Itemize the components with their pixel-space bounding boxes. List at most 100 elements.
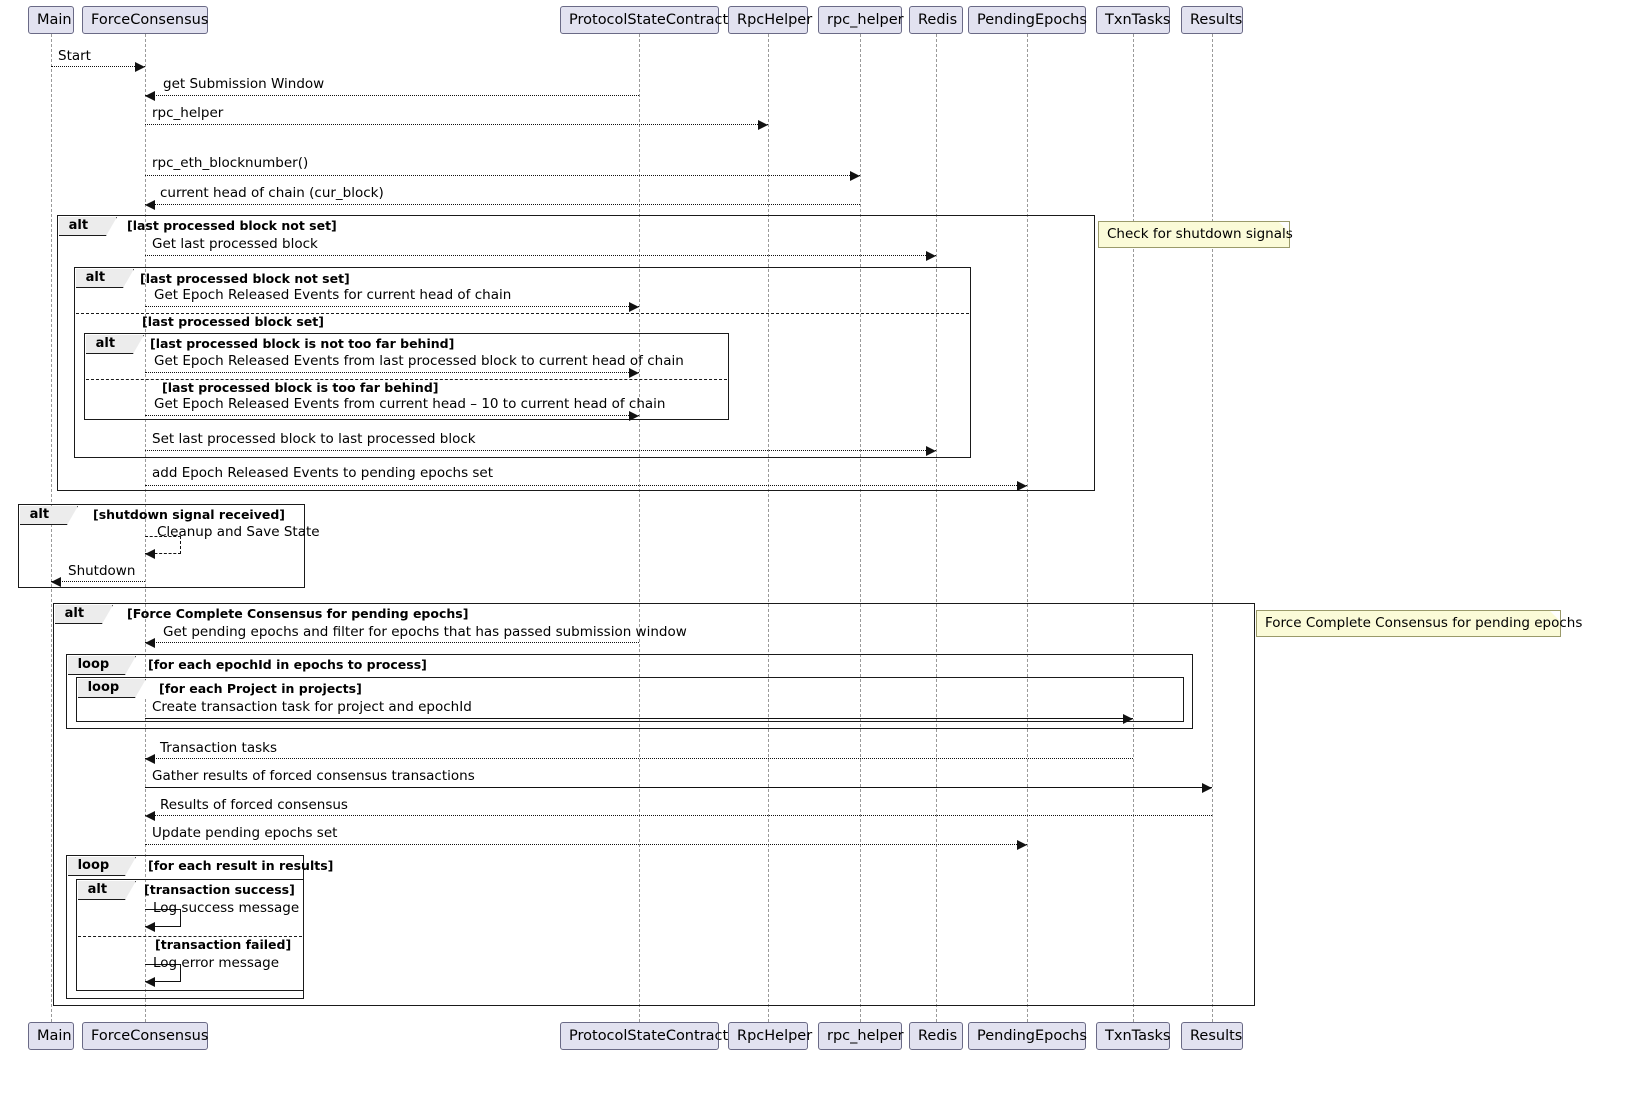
message-line-m15 <box>145 718 1133 719</box>
fragment-divider-f2-0 <box>75 313 970 314</box>
message-label-m8: Get Epoch Released Events from last proc… <box>154 353 684 369</box>
arrow-head-m15 <box>1123 713 1133 724</box>
message-label-m3: rpc_helper <box>152 105 224 121</box>
fragment-divider-f9-0 <box>77 936 303 937</box>
participant-top-rpc_helper[interactable]: rpc_helper <box>818 6 904 34</box>
fragment-condition-f7: [for each Project in projects] <box>159 681 362 696</box>
participant-top-redis[interactable]: Redis <box>909 6 963 34</box>
lifeline-main <box>51 34 52 1022</box>
message-line-m17 <box>145 787 1212 788</box>
participant-bottom-forceconsensus[interactable]: ForceConsensus <box>82 1022 208 1050</box>
fragment-tab-f4: alt <box>19 505 78 525</box>
fragment-condition-f2: [last processed block not set] <box>140 271 350 286</box>
lifeline-pendingepochs <box>1027 34 1028 1022</box>
participant-top-txntasks[interactable]: TxnTasks <box>1096 6 1170 34</box>
arrow-head-m11 <box>1017 480 1027 491</box>
fragment-condition-f4: [shutdown signal received] <box>93 507 286 522</box>
fragment-tab-f2: alt <box>75 268 134 288</box>
message-label-m4: rpc_eth_blocknumber() <box>152 155 309 171</box>
participant-bottom-pendingepochs[interactable]: PendingEpochs <box>968 1022 1087 1050</box>
fragment-tab-f7: loop <box>77 678 146 698</box>
arrow-head-m16 <box>145 753 155 764</box>
message-line-m18 <box>145 815 1212 816</box>
fragment-tab-f1: alt <box>58 216 117 236</box>
participant-bottom-rpc_helper[interactable]: rpc_helper <box>818 1022 904 1050</box>
message-label-m1: Start <box>58 48 91 64</box>
arrow-head-m5 <box>145 199 155 210</box>
fragment-condition-f5: [Force Complete Consensus for pending ep… <box>127 606 469 621</box>
fragment-tab-f9: alt <box>77 880 136 900</box>
arrow-head-m7 <box>629 301 639 312</box>
participant-bottom-txntasks[interactable]: TxnTasks <box>1096 1022 1170 1050</box>
arrow-head-m4 <box>850 170 860 181</box>
message-label-m17: Gather results of forced consensus trans… <box>152 768 475 784</box>
fragment-condition-f3: [last processed block is not too far beh… <box>150 336 455 351</box>
message-label-m7: Get Epoch Released Events for current he… <box>154 287 512 303</box>
lifeline-rpc_helper <box>860 34 861 1022</box>
message-label-m21: Log error message <box>153 955 280 971</box>
message-line-m6 <box>145 255 936 256</box>
message-line-m4 <box>145 175 860 176</box>
fragment-divider-f3-0 <box>85 379 728 380</box>
arrow-head-m6 <box>926 250 936 261</box>
fragment-section-condition-f3-0: [last processed block is too far behind] <box>162 380 439 395</box>
arrow-head-m12 <box>145 549 155 559</box>
arrow-head-m14 <box>145 637 155 648</box>
message-line-m16 <box>145 758 1133 759</box>
message-line-m8 <box>145 372 639 373</box>
message-label-m9: Get Epoch Released Events from current h… <box>154 396 666 412</box>
message-label-m15: Create transaction task for project and … <box>152 699 472 715</box>
lifeline-protocolstatecontract <box>639 34 640 1022</box>
fragment-condition-f6: [for each epochId in epochs to process] <box>148 657 427 672</box>
message-line-m3 <box>145 124 768 125</box>
message-line-m10 <box>145 450 936 451</box>
lifeline-txntasks <box>1133 34 1134 1022</box>
self-message-m21 <box>145 964 181 982</box>
message-line-m11 <box>145 485 1027 486</box>
participant-bottom-results[interactable]: Results <box>1181 1022 1243 1050</box>
message-line-m5 <box>145 204 860 205</box>
lifeline-results <box>1212 34 1213 1022</box>
message-line-m1 <box>51 66 145 67</box>
self-message-m20 <box>145 909 181 927</box>
participant-bottom-main[interactable]: Main <box>28 1022 74 1050</box>
arrow-head-m10 <box>926 445 936 456</box>
lifeline-forceconsensus <box>145 34 146 1022</box>
fragment-tab-f6: loop <box>67 655 136 675</box>
message-line-m14 <box>145 642 639 643</box>
fragment-section-condition-f9-0: [transaction failed] <box>155 937 292 952</box>
arrow-head-m20 <box>145 922 155 932</box>
participant-top-results[interactable]: Results <box>1181 6 1243 34</box>
message-label-m10: Set last processed block to last process… <box>152 431 476 447</box>
participant-top-rpchelper[interactable]: RpcHelper <box>728 6 812 34</box>
participant-bottom-protocolstatecontract[interactable]: ProtocolStateContract <box>560 1022 728 1050</box>
note-n2: Force Complete Consensus for pending epo… <box>1256 610 1582 637</box>
arrow-head-m17 <box>1202 782 1212 793</box>
message-label-m19: Update pending epochs set <box>152 825 338 841</box>
arrow-head-m19 <box>1017 839 1027 850</box>
arrow-head-m18 <box>145 810 155 821</box>
fragment-loop-f8 <box>66 855 304 999</box>
note-n1: Check for shutdown signals <box>1098 221 1293 248</box>
participant-bottom-redis[interactable]: Redis <box>909 1022 963 1050</box>
message-label-m20: Log success message <box>153 900 300 916</box>
message-label-m13: Shutdown <box>68 563 136 579</box>
message-label-m6: Get last processed block <box>152 236 318 252</box>
message-line-m9 <box>145 415 639 416</box>
participant-top-protocolstatecontract[interactable]: ProtocolStateContract <box>560 6 728 34</box>
arrow-head-m1 <box>135 61 145 72</box>
fragment-condition-f8: [for each result in results] <box>148 858 334 873</box>
participant-top-pendingepochs[interactable]: PendingEpochs <box>968 6 1087 34</box>
participant-bottom-rpchelper[interactable]: RpcHelper <box>728 1022 812 1050</box>
fragment-tab-f8: loop <box>67 856 136 876</box>
message-line-m13 <box>51 581 145 582</box>
fragment-tab-f5: alt <box>54 604 113 624</box>
participant-top-forceconsensus[interactable]: ForceConsensus <box>82 6 208 34</box>
message-label-m18: Results of forced consensus <box>160 797 348 813</box>
arrow-head-m21 <box>145 977 155 987</box>
message-line-m2 <box>145 95 639 96</box>
message-label-m14: Get pending epochs and filter for epochs… <box>163 624 687 640</box>
participant-top-main[interactable]: Main <box>28 6 74 34</box>
message-label-m16: Transaction tasks <box>160 740 277 756</box>
